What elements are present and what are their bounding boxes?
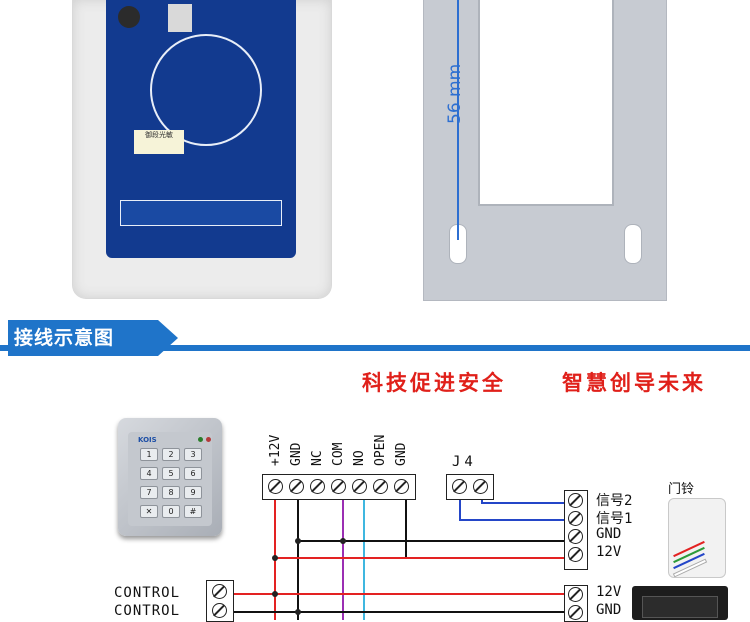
j4-label: J4 [452,454,477,470]
mounting-slot-right [624,224,642,264]
terminal-main-label: COM [331,442,346,466]
terminal-right-label: 12V [596,544,622,560]
junction-dot [340,538,346,544]
terminal-main-label: NO [352,450,367,466]
terminal-right-screw [568,511,583,526]
capacitor-component [118,6,140,28]
terminal-main-label: OPEN [373,434,388,466]
keypad-key: 2 [162,448,180,461]
terminal-main-screw [310,479,325,494]
terminal-right-screw [568,587,583,602]
power-supply-panel [642,596,718,618]
section-title: 接线示意图 [14,327,115,349]
keypad-key: 0 [162,505,180,518]
terminal-main-label: NC [310,450,325,466]
product-photo-band: 御段光敏 56 mm [0,0,750,310]
keypad-key: 6 [184,467,202,480]
terminal-main-screw [373,479,388,494]
terminal-main-screw [394,479,409,494]
dimension-line [457,0,459,240]
wire-signal2 [481,497,566,504]
control-screw-1 [212,584,227,599]
junction-dot [295,609,301,615]
terminal-right-screw [568,493,583,508]
keypad-key: 9 [184,486,202,499]
wire-signal1 [459,497,566,521]
pcb-sticker-label: 御段光敏 [134,130,184,154]
terminal-right-label: GND [596,602,622,618]
keypad-led-red [206,437,211,442]
terminal-right-label: 12V [596,584,622,600]
slogan-right: 智慧创导未来 [562,371,706,395]
keypad-key: # [184,505,202,518]
j4-screw-1 [452,479,467,494]
keypad-key: 3 [184,448,202,461]
relay-component [168,4,192,32]
j4-screw-2 [473,479,488,494]
keypad-key: 7 [140,486,158,499]
keypad-key: 1 [140,448,158,461]
control-label-2: CONTROL [114,603,181,619]
junction-dot [272,555,278,561]
pcb-sticker-text: 御段光敏 [145,131,173,139]
terminal-right-screw [568,547,583,562]
control-screw-2 [212,603,227,618]
keypad-key: 8 [162,486,180,499]
keypad-key: ✕ [140,505,158,518]
terminal-right-screw [568,605,583,620]
terminal-right-label: GND [596,526,622,542]
terminal-main-screw [289,479,304,494]
terminal-main-screw [331,479,346,494]
junction-dot [272,591,278,597]
section-header-box [8,320,158,356]
terminal-right-screw [568,529,583,544]
keypad-led-green [198,437,203,442]
junction-dot [295,538,301,544]
slogan-left: 科技促进安全 [362,371,506,395]
keypad-key: 5 [162,467,180,480]
terminal-main-label: GND [394,442,409,466]
section-header-bar [0,345,750,351]
section-header-arrow [158,320,178,356]
mounting-plate-window [478,0,614,206]
terminal-main-label: +12V [268,434,283,466]
doorbell-label: 门铃 [668,482,695,497]
control-label-1: CONTROL [114,585,181,601]
keypad-brand: KOIS [138,436,157,444]
terminal-main-screw [268,479,283,494]
terminal-main-label: GND [289,442,304,466]
terminal-main-screw [352,479,367,494]
terminal-right-label: 信号2 [596,493,633,509]
keypad-key: 4 [140,467,158,480]
terminal-right-label: 信号1 [596,511,633,527]
pcb-component-row [120,200,282,226]
antenna-coil [150,34,262,146]
